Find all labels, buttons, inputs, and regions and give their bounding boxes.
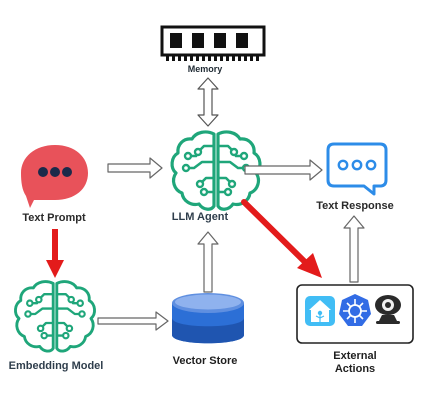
webcam-icon	[375, 295, 401, 324]
text-response-label: Text Response	[316, 200, 394, 212]
vector-llm-arrow	[197, 231, 219, 293]
chat-bubble-icon	[326, 142, 388, 196]
llm-agent-label: LLM Agent	[171, 211, 229, 223]
vector-store-label: Vector Store	[172, 355, 238, 367]
ram-chip-icon	[160, 25, 266, 61]
chat-bubble-icon	[21, 145, 88, 208]
llm-response-arrow	[244, 159, 323, 181]
embedding-vector-arrow	[97, 311, 169, 331]
brain-circuit-icon	[14, 280, 96, 353]
actions-response-arrow	[343, 215, 365, 283]
llm-actions-red-arrow	[241, 199, 308, 265]
database-cylinder-icon	[172, 293, 244, 344]
memory-label: Memory	[187, 64, 223, 74]
text-prompt-label: Text Prompt	[22, 212, 86, 224]
home-assistant-icon	[305, 296, 335, 326]
kubernetes-icon	[339, 294, 371, 326]
external-actions-label: External Actions	[333, 350, 377, 375]
embedding-model-label: Embedding Model	[8, 360, 104, 372]
prompt-llm-arrow	[107, 157, 163, 179]
memory-llm-arrow	[197, 77, 219, 127]
